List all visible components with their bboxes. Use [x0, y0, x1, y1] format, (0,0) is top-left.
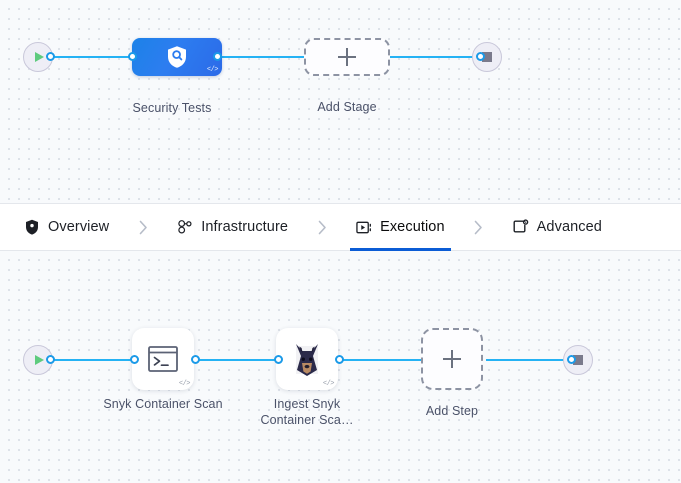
code-badge: </> — [178, 380, 191, 388]
add-step-button[interactable] — [421, 328, 483, 390]
plus-icon — [443, 350, 461, 368]
snyk-dog-icon — [296, 344, 318, 376]
tab-advanced[interactable]: Advanced — [507, 204, 608, 251]
play-box-icon — [356, 219, 372, 235]
port-start-out[interactable] — [46, 52, 55, 61]
stages-canvas[interactable]: </> Security Tests Add Stage — [0, 0, 681, 203]
edge-start-to-security-tests — [47, 56, 139, 58]
stop-icon — [573, 355, 583, 365]
shield-search-icon — [168, 46, 186, 68]
port-step1-in[interactable] — [130, 355, 139, 364]
tab-infrastructure[interactable]: Infrastructure — [171, 204, 294, 251]
port-security-tests-out[interactable] — [213, 52, 222, 61]
port-end-in[interactable] — [476, 52, 485, 61]
edge-snyk-scan-to-ingest — [193, 359, 283, 361]
edge-security-tests-to-add-stage — [215, 56, 313, 58]
tab-separator-3 — [451, 220, 507, 235]
add-stage-button[interactable] — [304, 38, 390, 76]
edge-ingest-to-add-step — [337, 359, 427, 361]
play-icon — [35, 355, 44, 365]
port-security-tests-in[interactable] — [128, 52, 137, 61]
step-label-ingest-snyk-container-scan: Ingest Snyk Container Sca… — [260, 397, 354, 427]
edge-start-to-snyk-container-scan — [47, 359, 137, 361]
nodes-cluster-icon — [177, 219, 193, 235]
pipeline-tabs: Overview Infrastructure — [0, 203, 681, 251]
port-exec-end-in[interactable] — [567, 355, 576, 364]
terminal-icon — [148, 346, 178, 372]
port-step2-in[interactable] — [274, 355, 283, 364]
tab-label-overview: Overview — [48, 219, 110, 235]
play-icon — [35, 52, 44, 62]
step-label-snyk-container-scan: Snyk Container Scan — [103, 397, 223, 411]
code-badge: </> — [322, 380, 335, 388]
card-gear-icon — [513, 219, 529, 235]
tab-label-advanced: Advanced — [536, 219, 602, 235]
port-step1-out[interactable] — [191, 355, 200, 364]
edge-add-step-to-end — [486, 359, 572, 361]
plus-icon — [338, 48, 356, 66]
pipeline-end-node[interactable] — [472, 42, 502, 72]
port-step2-out[interactable] — [335, 355, 344, 364]
edge-add-stage-to-end — [382, 56, 478, 58]
tab-separator-1 — [115, 220, 171, 235]
add-step-label: Add Step — [425, 404, 479, 418]
tab-label-infrastructure: Infrastructure — [201, 219, 289, 235]
stage-label-security-tests: Security Tests — [132, 101, 212, 115]
port-exec-start-out[interactable] — [46, 355, 55, 364]
add-stage-label: Add Stage — [317, 100, 377, 114]
stop-icon — [482, 52, 492, 62]
shield-pin-icon — [24, 219, 40, 235]
stage-node-security-tests[interactable]: </> — [132, 38, 222, 76]
step-node-ingest-snyk-container-scan[interactable]: </> — [276, 328, 338, 390]
code-badge: </> — [206, 66, 219, 74]
tab-execution[interactable]: Execution — [350, 204, 451, 251]
tab-label-execution: Execution — [380, 219, 445, 235]
tab-separator-2 — [294, 220, 350, 235]
execution-canvas[interactable]: </> Snyk Container Scan </> Ingest Snyk … — [0, 251, 681, 483]
step-node-snyk-container-scan[interactable]: </> — [132, 328, 194, 390]
tab-overview[interactable]: Overview — [18, 204, 115, 251]
